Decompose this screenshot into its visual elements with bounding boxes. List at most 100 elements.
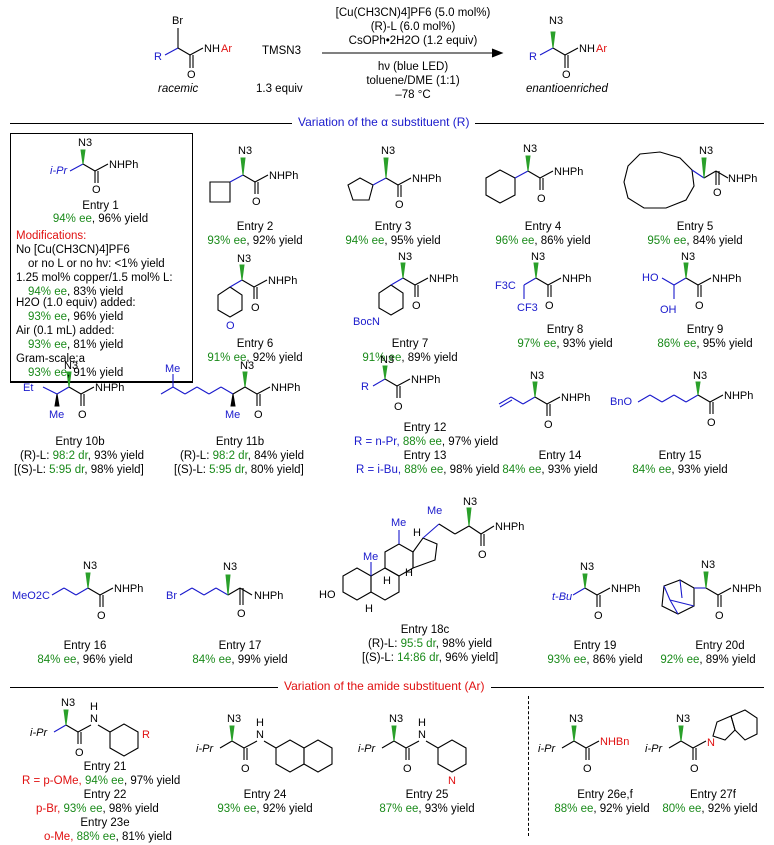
svg-text:N3: N3 <box>681 251 695 263</box>
entry27-yield: , 92% yield <box>701 803 758 815</box>
entry12-result: R = n-Pr, 88% ee, 97% yield <box>354 435 498 449</box>
entry11-sl-yield: , 80% yield] <box>244 464 304 476</box>
mod5-result: 93% ee, 91% yield <box>28 366 123 380</box>
entry7-structure: N3 O NHPh BocN <box>353 251 458 328</box>
entry27-ee: 80% ee <box>662 803 702 815</box>
svg-text:H: H <box>256 717 264 729</box>
entry9-structure: N3 O NHPh HO OH <box>642 251 741 316</box>
entry11-rl-prefix: (R)-L: <box>180 450 213 462</box>
entry16-result: 84% ee, 96% yield <box>25 653 145 667</box>
entry11-label: Entry 11b <box>215 436 265 448</box>
entry3-structure: N3 O NHPh <box>347 145 441 211</box>
svg-text:O: O <box>544 419 553 431</box>
entry3-result: 94% ee, 95% yield <box>333 234 453 248</box>
section-title-alpha: Variation of the α substituent (R) <box>292 115 476 129</box>
svg-text:O: O <box>237 608 246 620</box>
mod1-line1: No [Cu(CH3CN)4]PF6 <box>16 244 130 256</box>
svg-text:Me: Me <box>391 517 406 529</box>
svg-text:NHPh: NHPh <box>495 521 524 533</box>
entry20-ee: 92% ee <box>660 654 700 666</box>
entry15-result: 84% ee, 93% yield <box>620 463 740 477</box>
entry19-ee: 93% ee <box>547 654 587 666</box>
svg-text:N3: N3 <box>64 360 78 372</box>
entry2-result: 93% ee, 92% yield <box>195 234 315 248</box>
entry27-label: Entry 27f <box>689 789 737 801</box>
condition-base: CsOPh•2H2O (1.2 equiv) <box>348 35 478 47</box>
svg-text:N: N <box>418 729 426 741</box>
svg-text:O: O <box>241 763 250 775</box>
svg-text:NHPh: NHPh <box>732 583 761 595</box>
entry23-label: Entry 23e <box>80 817 130 829</box>
mod3-line: H2O (1.0 equiv) added: <box>16 296 136 310</box>
condition-temperature: –78 °C <box>395 89 431 101</box>
entry1-structure: N3 i-Pr O NHPh <box>50 137 138 196</box>
entry13-ee: 88% ee <box>404 464 444 476</box>
svg-text:N3: N3 <box>223 561 237 573</box>
entry19-result: 93% ee, 86% yield <box>535 653 655 667</box>
svg-text:NHPh: NHPh <box>254 590 283 602</box>
svg-text:Me: Me <box>49 409 64 421</box>
svg-text:Me: Me <box>363 551 378 563</box>
svg-text:H: H <box>418 717 426 729</box>
mod2-ee: 94% ee <box>28 286 68 298</box>
svg-text:NHPh: NHPh <box>412 173 441 185</box>
entry13-r: R = i-Bu, <box>356 464 405 476</box>
entry2-structure: N3 O NHPh <box>209 145 298 208</box>
entry23-ee: 88% ee <box>76 831 116 843</box>
entry24-structure: N3 O N H i-Pr <box>196 713 333 775</box>
svg-text:N: N <box>448 775 456 787</box>
entry13-result: R = i-Bu, 88% ee, 98% yield <box>356 463 500 477</box>
svg-text:N3: N3 <box>580 561 594 573</box>
svg-text:O: O <box>92 184 101 196</box>
entry18-sl-dr: 14:86 dr <box>397 652 439 664</box>
entry1-ee: 94% ee <box>52 213 92 225</box>
svg-text:i-Pr: i-Pr <box>358 743 376 755</box>
condition-solvent: toluene/DME (1:1) <box>366 75 460 87</box>
entry1-box-extension <box>10 133 193 382</box>
svg-text:NHPh: NHPh <box>724 390 753 402</box>
entry10-rl-dr: 98:2 dr <box>52 450 88 462</box>
entry11-structure: N3 O NHPh Me Me <box>160 360 300 421</box>
svg-text:Ar: Ar <box>596 43 607 55</box>
svg-text:N3: N3 <box>530 370 544 382</box>
svg-text:N3: N3 <box>701 559 715 571</box>
entry16-structure: N3 O NHPh MeO2C <box>12 560 143 622</box>
entry18-label: Entry 18c <box>400 624 450 636</box>
svg-text:O: O <box>78 409 87 421</box>
entry3-yield: , 95% yield <box>384 235 441 247</box>
entry10-rl-yield: , 93% yield <box>87 450 145 462</box>
svg-text:N3: N3 <box>227 713 241 725</box>
entry26-label: Entry 26e,f <box>577 789 633 801</box>
entry11-sl: [(S)-L: 5:95 dr, 80% yield] <box>174 463 304 477</box>
entry27-structure: N3 O N i-Pr <box>645 709 758 775</box>
svg-text:F3C: F3C <box>495 280 516 292</box>
entry15-label: Entry 15 <box>658 450 702 462</box>
entry25-ee: 87% ee <box>379 803 419 815</box>
entry11-sl-dr: 5:95 dr <box>209 464 245 476</box>
entry21-ee: 94% ee <box>84 775 124 787</box>
svg-text:O: O <box>251 302 260 314</box>
svg-text:NHPh: NHPh <box>411 374 440 386</box>
entry2-ee: 93% ee <box>207 235 247 247</box>
product-label: enantioenriched <box>526 83 608 95</box>
entry10-sl-yield: , 98% yield] <box>84 464 144 476</box>
mod5-line: Gram-scale:a <box>16 353 86 365</box>
svg-text:N3: N3 <box>531 251 545 263</box>
entry12-13-structure: N3 O NHPh R <box>361 354 440 413</box>
entry7-yield: , 89% yield <box>401 352 458 364</box>
svg-text:H: H <box>405 567 413 579</box>
svg-text:NH: NH <box>579 43 595 55</box>
entry25-structure: N3 O N H i-Pr N <box>358 713 467 787</box>
svg-text:N3: N3 <box>83 560 97 572</box>
entry16-yield: , 96% yield <box>76 654 133 666</box>
entry12-r: R = n-Pr, <box>354 436 403 448</box>
svg-text:N3: N3 <box>61 697 75 709</box>
svg-text:O: O <box>97 610 106 622</box>
svg-text:O: O <box>75 747 84 759</box>
entry8-result: 97% ee, 93% yield <box>505 337 625 351</box>
reagent-equiv: 1.3 equiv <box>256 83 303 95</box>
entry5-yield: , 84% yield <box>686 235 743 247</box>
entry18-sl: [(S)-L: 14:86 dr, 96% yield] <box>362 651 498 665</box>
entry20-label: Entry 20d <box>695 640 745 652</box>
entry24-result: 93% ee, 92% yield <box>205 802 325 816</box>
